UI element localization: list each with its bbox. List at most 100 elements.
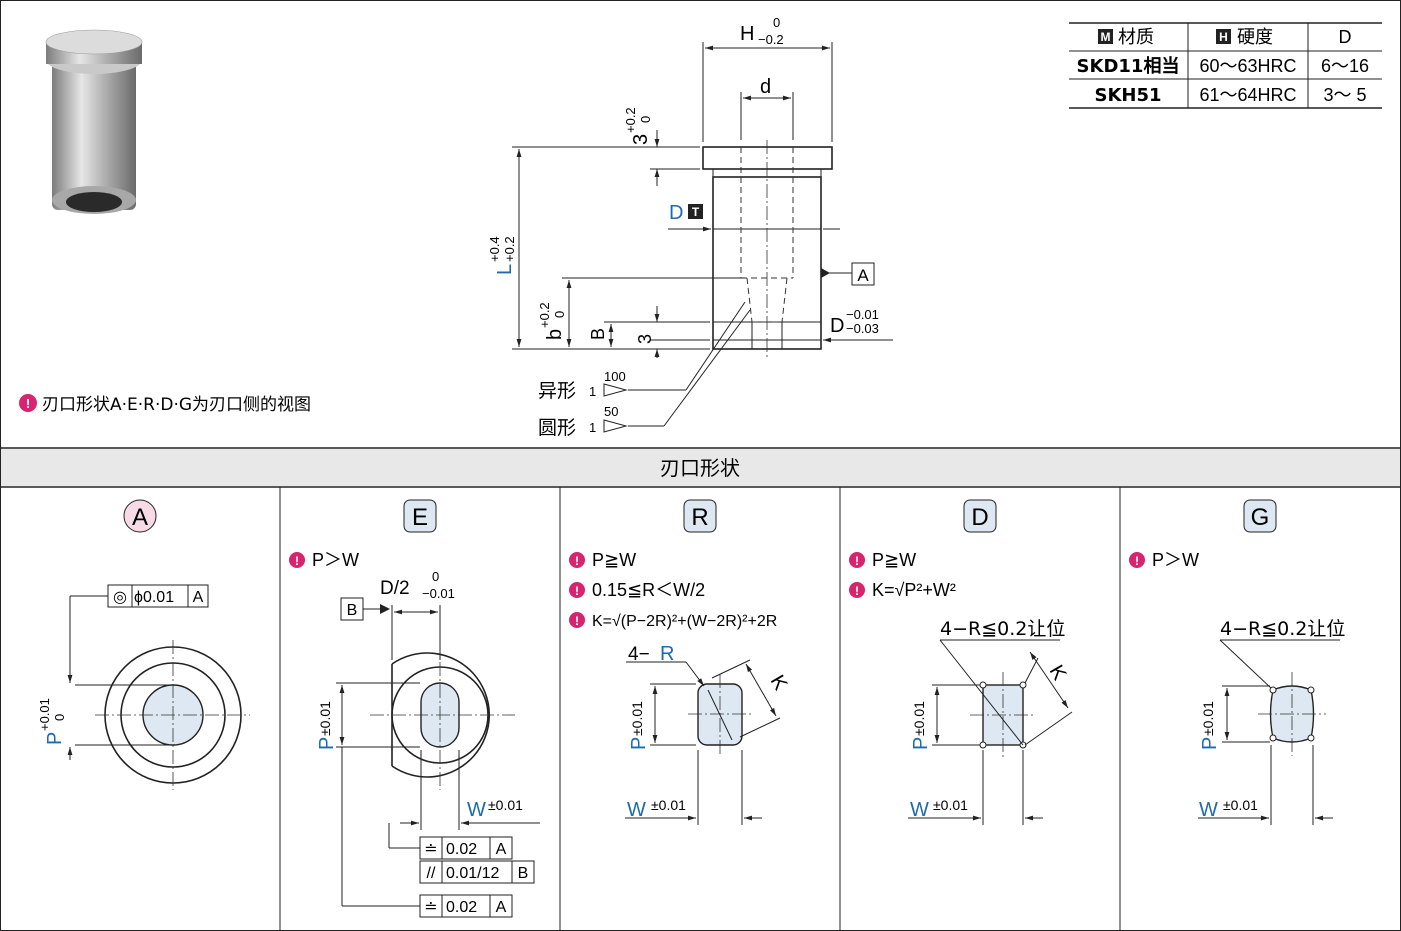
shape-note: K=√(P−2R)²+(W−2R)²+2R [592, 613, 777, 630]
svg-text:T: T [692, 205, 700, 219]
shape-code-A: A [132, 504, 148, 531]
svg-text:−0.03: −0.03 [846, 321, 879, 336]
warning-icon [569, 552, 585, 568]
svg-text:d: d [760, 76, 771, 98]
svg-text:D: D [830, 315, 844, 337]
svg-text:±0.01: ±0.01 [488, 797, 523, 813]
shape-note: P＞W [1152, 550, 1199, 570]
svg-text:A: A [857, 266, 869, 285]
svg-text:SKD11相当: SKD11相当 [1077, 55, 1180, 77]
svg-text:异形: 异形 [538, 380, 576, 402]
shape-badge-R [683, 499, 717, 533]
svg-text:P: P [44, 732, 66, 745]
svg-text:≐: ≐ [424, 841, 437, 858]
svg-text:B: B [588, 328, 608, 340]
svg-text:!: ! [26, 396, 30, 411]
warning-mark: ! [295, 554, 299, 568]
svg-text:D: D [1339, 27, 1352, 47]
svg-text:±0.01: ±0.01 [911, 701, 927, 736]
svg-text:+0.2: +0.2 [623, 107, 638, 133]
svg-text:−0.01: −0.01 [422, 586, 455, 601]
svg-text:SKH51: SKH51 [1094, 85, 1161, 106]
shape-badge-E [403, 499, 437, 533]
shape-A-drawing: ◎ ϕ0.01 A P +0.01 0 [37, 584, 250, 790]
warning-icon [569, 582, 585, 598]
svg-text:W: W [1199, 799, 1218, 821]
warning-mark: ! [575, 554, 579, 568]
shape-code-R: R [691, 504, 708, 531]
svg-text:刃口形状A·E·R·D·G为刃口侧的视图: 刃口形状A·E·R·D·G为刃口侧的视图 [42, 395, 311, 415]
svg-text:3: 3 [630, 134, 652, 145]
svg-text:0: 0 [552, 311, 567, 318]
svg-text:+0.4: +0.4 [487, 236, 502, 262]
svg-text:P: P [316, 737, 338, 750]
shape-R-drawing: P ±0.01 W ±0.01 4− R K [625, 643, 792, 825]
shape-code-G: G [1251, 504, 1270, 531]
svg-text:B: B [347, 602, 358, 619]
shape-badge-G [1243, 499, 1277, 533]
svg-text:A: A [496, 899, 507, 916]
svg-text:H: H [1219, 30, 1228, 44]
svg-text:M: M [1101, 30, 1111, 44]
svg-text:W: W [627, 799, 646, 821]
svg-text:3～ 5: 3～ 5 [1323, 85, 1366, 105]
svg-text:H: H [740, 23, 754, 45]
warning-icon [849, 552, 865, 568]
svg-text:R: R [660, 643, 674, 665]
svg-text:3: 3 [635, 334, 655, 344]
svg-text:W: W [467, 799, 486, 821]
svg-text:P: P [1199, 737, 1221, 750]
svg-text:0.02: 0.02 [446, 899, 477, 916]
hardness-badge-icon [1216, 29, 1231, 44]
svg-text:4−: 4− [628, 644, 650, 665]
svg-text:K: K [1045, 662, 1071, 685]
svg-text:圆形: 圆形 [538, 417, 576, 439]
svg-text:±0.01: ±0.01 [651, 797, 686, 813]
shape-code-D: D [971, 504, 988, 531]
warning-icon [289, 552, 305, 568]
warning-icon [849, 582, 865, 598]
shape-D-drawing: 4−R≦0.2让位 K P ±0.01 W ±0.01 [908, 618, 1073, 825]
warning-mark: ! [855, 554, 859, 568]
svg-text:B: B [518, 865, 529, 882]
svg-text:6～16: 6～16 [1321, 56, 1369, 76]
main-drawing: H 0 −0.2 d 3 +0.2 0 L +0.4 +0.2 D T [487, 15, 893, 439]
svg-text:61～64HRC: 61～64HRC [1199, 85, 1296, 105]
svg-text:+0.01: +0.01 [37, 698, 52, 731]
svg-text:D/2: D/2 [380, 578, 410, 599]
svg-text:−0.01: −0.01 [846, 307, 879, 322]
svg-text:+0.2: +0.2 [502, 236, 517, 262]
shape-badge-A [123, 499, 157, 533]
svg-text:A: A [496, 841, 507, 858]
svg-text://: // [427, 865, 436, 882]
svg-text:4−R≦0.2让位: 4−R≦0.2让位 [1220, 618, 1345, 640]
svg-text:b: b [544, 329, 566, 340]
svg-text:0: 0 [52, 714, 67, 721]
warning-mark: ! [1135, 554, 1139, 568]
shape-code-E: E [412, 504, 428, 531]
svg-text:材质: 材质 [1118, 27, 1154, 48]
svg-text:A: A [193, 589, 204, 606]
svg-text:0.02: 0.02 [446, 841, 477, 858]
warning-mark: ! [855, 584, 859, 598]
svg-text:±0.01: ±0.01 [629, 701, 645, 736]
svg-text:P: P [910, 737, 932, 750]
shape-E-drawing: P ±0.01 D/2 0 −0.01 B W ±0.01 ≐ 0.02 A /… [316, 569, 540, 918]
product-photo [45, 29, 143, 214]
shape-note: K=√P²+W² [872, 580, 956, 600]
svg-text:0: 0 [638, 116, 653, 123]
shape-note: P≧W [592, 550, 636, 570]
svg-text:±0.01: ±0.01 [317, 701, 333, 736]
warning-mark: ! [575, 614, 579, 628]
svg-text:≐: ≐ [424, 899, 437, 916]
heat-treatment-badge-icon [688, 204, 703, 219]
svg-text:硬度: 硬度 [1237, 27, 1273, 48]
material-badge-icon [1098, 29, 1113, 44]
top-note: ! 刃口形状A·E·R·D·G为刃口侧的视图 [19, 394, 311, 415]
svg-text:刃口形状: 刃口形状 [660, 456, 740, 480]
svg-text:0: 0 [432, 569, 439, 584]
svg-text:1: 1 [589, 384, 596, 399]
